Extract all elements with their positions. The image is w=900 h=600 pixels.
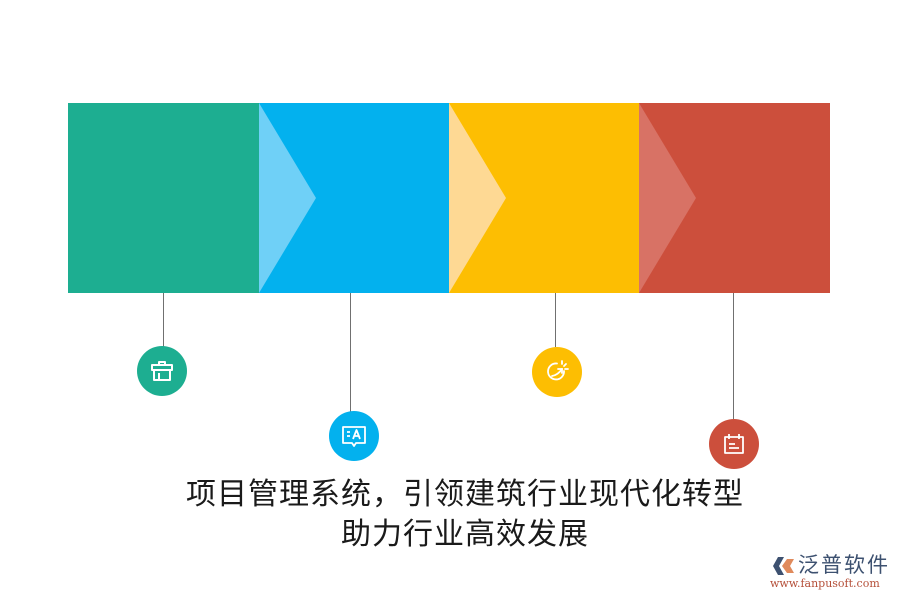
step-block-1 bbox=[68, 103, 259, 293]
chat-text-icon bbox=[342, 426, 366, 447]
step-icon-circle-4 bbox=[709, 419, 759, 469]
chevron-arrow-icon bbox=[639, 103, 696, 293]
connector-line-3 bbox=[555, 293, 556, 347]
logo-url: www.fanpusoft.com bbox=[770, 577, 880, 590]
calendar-icon bbox=[724, 434, 744, 454]
connector-line-1 bbox=[163, 293, 164, 347]
step-icon-circle-2 bbox=[329, 411, 379, 461]
connector-line-2 bbox=[350, 293, 351, 413]
chevron-arrow-icon bbox=[259, 103, 316, 293]
chevron-arrow-icon bbox=[449, 103, 506, 293]
headline-line-1: 项目管理系统，引领建筑行业现代化转型 bbox=[186, 477, 744, 512]
step-block-4 bbox=[639, 103, 830, 293]
connector-line-4 bbox=[733, 293, 734, 419]
growth-arrow-icon bbox=[547, 360, 569, 381]
headline-line-2: 助力行业高效发展 bbox=[341, 517, 589, 552]
logo-mark-icon bbox=[773, 557, 794, 575]
brand-logo: 泛普软件 www.fanpusoft.com bbox=[764, 553, 894, 593]
step-icon-circle-1 bbox=[137, 346, 187, 396]
briefcase-icon bbox=[151, 361, 173, 381]
step-block-3 bbox=[449, 103, 639, 293]
logo-brand-name: 泛普软件 bbox=[798, 553, 890, 577]
step-block-2 bbox=[259, 103, 449, 293]
step-icon-circle-3 bbox=[532, 347, 582, 397]
